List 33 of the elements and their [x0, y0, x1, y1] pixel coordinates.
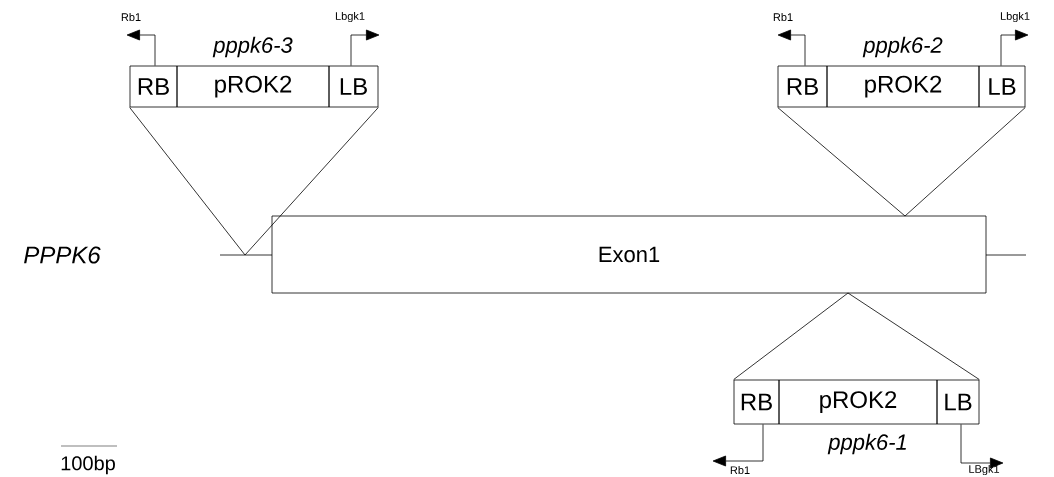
scale-label: 100bp	[61, 455, 115, 475]
primer-label: Lbgk1	[335, 11, 365, 23]
primer-label: LBgk1	[969, 464, 1000, 476]
insertion-line	[777, 107, 906, 217]
exon-box: Exon1	[271, 215, 987, 294]
vector-segment-box: pROK2	[176, 65, 330, 108]
primer-label: Rb1	[773, 12, 793, 22]
primer-arrow	[960, 424, 1004, 469]
vector-segment-box: LB	[328, 65, 379, 108]
vector-segment-box: RB	[777, 65, 828, 108]
vector-segment-box: RB	[733, 379, 780, 425]
vector-segment-box: RB	[129, 65, 178, 108]
primer-arrow	[350, 29, 380, 66]
vector-segment-box: LB	[978, 65, 1026, 108]
insertion-line	[244, 107, 379, 256]
insert-name: pppk6-1	[827, 433, 906, 455]
vector-segment-box: pROK2	[778, 379, 938, 425]
insertion-line	[847, 292, 980, 380]
primer-arrow	[126, 29, 156, 66]
insert-name: pppk6-2	[862, 36, 943, 58]
primer-arrow	[712, 424, 764, 467]
primer-arrow	[1000, 29, 1029, 66]
primer-label: Lbgk1	[1000, 11, 1030, 23]
primer-arrow	[777, 29, 806, 66]
vector-segment-box: LB	[936, 379, 980, 425]
insertion-line	[733, 292, 849, 380]
gene-label: PPPK6	[24, 246, 101, 264]
vector-segment-box: pROK2	[826, 65, 980, 108]
primer-label: Rb1	[121, 12, 141, 22]
insert-name: pppk6-3	[212, 36, 293, 58]
primer-label: Rb1	[730, 465, 750, 475]
insertion-line	[904, 107, 1026, 217]
insertion-line	[129, 107, 246, 256]
